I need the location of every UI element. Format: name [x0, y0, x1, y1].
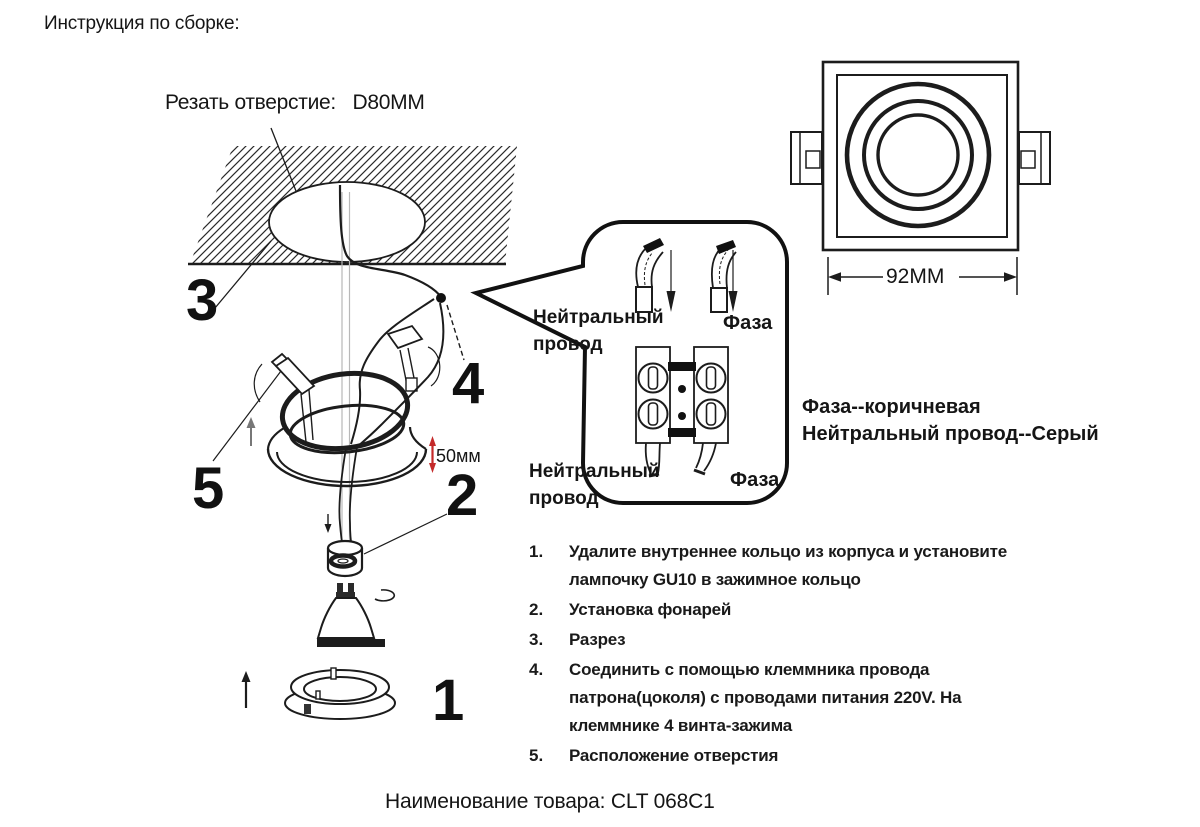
instruction-number: 4.	[529, 660, 544, 679]
part-number-3: 3	[186, 268, 219, 333]
part-number-1: 1	[432, 668, 465, 733]
neutral-wire-label-bottom: Нейтральный провод	[529, 461, 660, 509]
instruction-text: Установка фонарей	[569, 600, 732, 619]
neutral-wire-top	[635, 238, 664, 313]
instruction-number: 5.	[529, 746, 544, 765]
instruction-number: 1.	[529, 542, 544, 561]
spring-clip-right	[386, 324, 441, 392]
wire-connector-dot	[436, 293, 446, 303]
depth-dimension-arrow	[429, 436, 436, 473]
terminal-screws	[637, 362, 727, 430]
rotate-arrow	[374, 589, 396, 602]
part3-leader-line	[214, 240, 272, 309]
part-number-2: 2	[446, 463, 479, 528]
mount-clip-right	[1018, 131, 1051, 185]
part2-leader-line	[363, 513, 448, 555]
part-number-4: 4	[452, 351, 485, 416]
depth-dimension-label: 50мм	[436, 446, 481, 466]
instruction-text: Разрез	[569, 630, 626, 649]
cut-hole-ellipse	[268, 181, 426, 263]
neutral-wire-bottom	[644, 442, 661, 478]
instruction-item-1: 1. Удалите внутреннее кольцо из корпуса …	[529, 538, 1129, 594]
up-arrow-ring	[241, 671, 251, 708]
housing-ring	[212, 324, 441, 488]
fixture-front-view	[790, 60, 1051, 295]
instruction-text: Удалите внутреннее кольцо из корпуса и у…	[569, 542, 1008, 589]
instruction-text: Расположение отверстия	[569, 746, 779, 765]
part4-leader-line	[446, 304, 465, 361]
instruction-item-3: 3. Разрез	[529, 626, 1129, 654]
width-dimension-arrow	[827, 257, 1018, 295]
down-arrow-holder	[324, 514, 332, 533]
product-name: Наименование товара: CLT 068C1	[385, 790, 715, 813]
part-number-5: 5	[192, 456, 225, 521]
wiring-callout-bubble	[470, 220, 789, 505]
ceiling-section	[188, 127, 517, 309]
cut-hole-label: Резать отверстие: D80MM	[165, 91, 425, 114]
instruction-item-2: 2. Установка фонарей	[529, 596, 1129, 624]
phase-wire-top	[710, 240, 737, 313]
mount-clip-left	[790, 131, 823, 185]
instruction-item-4: 4. Соединить с помощью клеммника провода…	[529, 656, 1129, 740]
gu10-lamp	[316, 583, 396, 647]
instruction-item-5: 5. Расположение отверстия	[529, 742, 1129, 770]
phase-wire-label-bottom: Фаза	[730, 469, 780, 491]
neutral-wire-label-top: Нейтральный провод	[533, 307, 664, 355]
page-title: Инструкция по сборке:	[44, 13, 240, 34]
width-dimension-label: 92MM	[886, 265, 945, 288]
clamp-ring	[324, 513, 448, 578]
supply-wire	[338, 184, 465, 361]
instruction-number: 3.	[529, 630, 544, 649]
spring-clip-left	[270, 352, 316, 443]
down-arrow-phase	[728, 250, 738, 312]
instruction-text: Соединить с помощью клеммника провода па…	[569, 660, 962, 735]
terminal-block	[635, 346, 729, 444]
instruction-list: 1. Удалите внутреннее кольцо из корпуса …	[529, 538, 1129, 772]
instruction-number: 2.	[529, 600, 544, 619]
down-arrow-neutral	[666, 250, 676, 312]
phase-wire-label-top: Фаза	[723, 312, 773, 334]
clip-rotate-arc	[253, 363, 263, 403]
cut-hole-leader-line	[270, 127, 297, 192]
wire-color-legend: Фаза--коричневая Нейтральный провод--Сер…	[802, 396, 1099, 445]
phase-wire-bottom	[693, 442, 717, 476]
part5-leader-line	[212, 370, 282, 462]
inner-ring	[241, 667, 396, 720]
up-arrow-clip	[246, 417, 256, 446]
